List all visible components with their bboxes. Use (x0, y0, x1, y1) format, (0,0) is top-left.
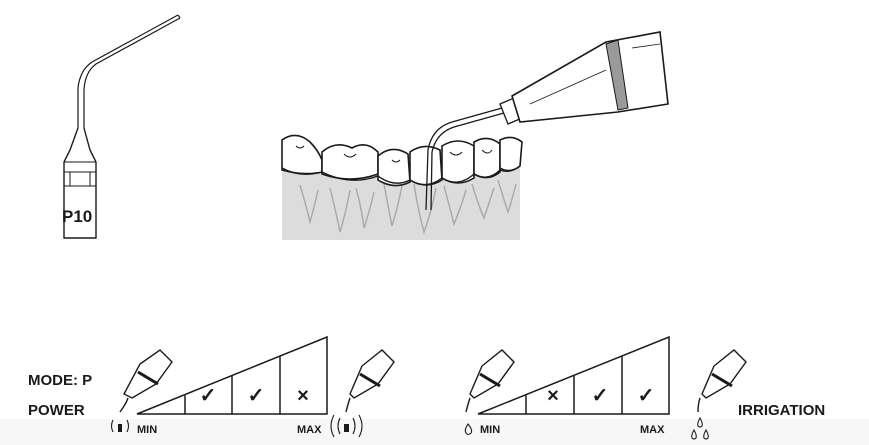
irrigation-scale: × ✓ ✓ MIN MAX IRRIGATION (464, 335, 825, 440)
power-scale: ✓ ✓ × MIN MAX (110, 335, 395, 438)
irrigation-level-2: ✓ (592, 385, 609, 407)
power-min-label: MIN (137, 424, 157, 436)
irrigation-title: IRRIGATION (738, 402, 825, 419)
power-level-3: × (297, 385, 309, 407)
handpiece-min-power-icon (110, 349, 173, 433)
power-level-2: ✓ (248, 385, 265, 407)
tip-model-label: P10 (62, 207, 92, 226)
handpiece-max-irrigation-icon (691, 349, 747, 440)
irrigation-max-label: MAX (640, 424, 665, 436)
power-title: POWER (28, 402, 85, 419)
teeth-scene-illustration (281, 31, 669, 240)
power-level-1: ✓ (200, 385, 217, 407)
scaler-tip-illustration: P10 (62, 14, 181, 239)
mode-label: MODE: P (28, 372, 92, 389)
irrigation-level-1: × (547, 385, 559, 407)
handpiece-min-irrigation-icon (464, 349, 515, 436)
handpiece-max-power-icon (330, 349, 395, 438)
irrigation-level-3: ✓ (638, 385, 655, 407)
footer-strip (0, 419, 869, 445)
irrigation-min-label: MIN (480, 424, 500, 436)
power-max-label: MAX (297, 424, 322, 436)
